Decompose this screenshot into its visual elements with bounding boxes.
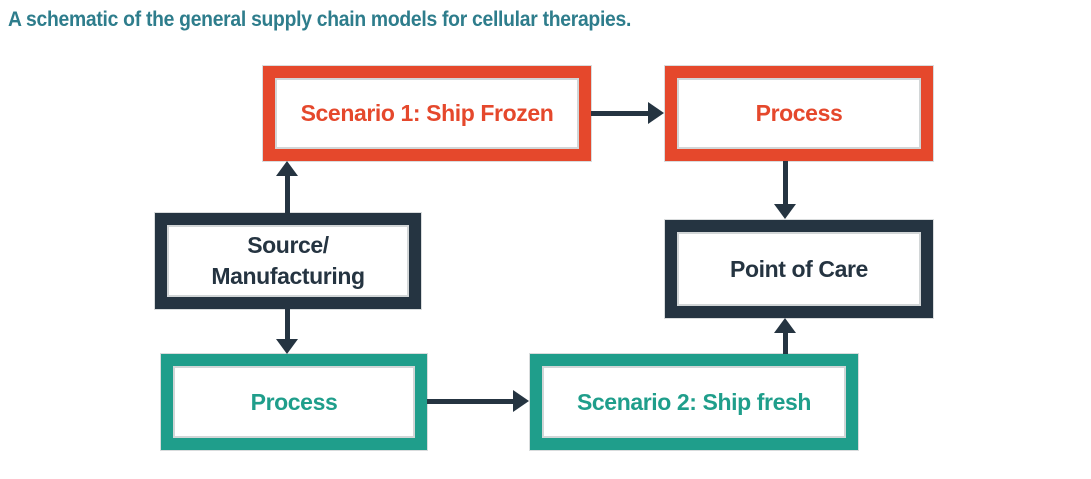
arrow-process-to-point-of-care: [772, 161, 798, 219]
box-scenario-1-label: Scenario 1: Ship Frozen: [300, 100, 554, 126]
arrow-stem: [427, 398, 515, 404]
source-line-2: Manufacturing: [211, 263, 365, 289]
box-source-manufacturing-label: Source/ Manufacturing: [211, 230, 365, 292]
arrow-stem: [782, 330, 788, 354]
source-line-1: Source/: [247, 232, 329, 258]
box-point-of-care: Point of Care: [665, 220, 933, 318]
arrow-stem: [284, 173, 290, 213]
box-process-fresh: Process: [161, 354, 427, 450]
arrow-stem: [284, 309, 290, 342]
arrow-source-to-scenario1: [274, 161, 300, 213]
box-process-frozen: Process: [665, 66, 933, 161]
arrowhead-up-icon: [774, 318, 796, 333]
arrowhead-up-icon: [276, 161, 298, 176]
arrowhead-right-icon: [513, 390, 529, 412]
arrowhead-right-icon: [648, 102, 664, 124]
box-scenario-2-label: Scenario 2: Ship fresh: [576, 388, 812, 415]
arrow-scenario1-to-process: [591, 102, 664, 124]
arrowhead-down-icon: [276, 339, 298, 354]
arrowhead-down-icon: [774, 204, 796, 219]
box-source-manufacturing: Source/ Manufacturing: [155, 213, 421, 309]
arrow-process-fresh-to-scenario2: [427, 390, 529, 412]
box-scenario-2-ship-fresh: Scenario 2: Ship fresh: [530, 354, 858, 450]
box-scenario-1-ship-frozen: Scenario 1: Ship Frozen: [263, 66, 591, 161]
arrow-stem: [782, 161, 788, 207]
arrow-scenario2-to-point-of-care: [772, 318, 798, 354]
box-process-fresh-label: Process: [250, 388, 338, 415]
arrow-source-to-process-fresh: [274, 309, 300, 354]
box-point-of-care-label: Point of Care: [730, 255, 868, 282]
figure-title: A schematic of the general supply chain …: [8, 8, 632, 31]
arrow-stem: [591, 110, 650, 116]
box-process-frozen-label: Process: [755, 100, 843, 126]
